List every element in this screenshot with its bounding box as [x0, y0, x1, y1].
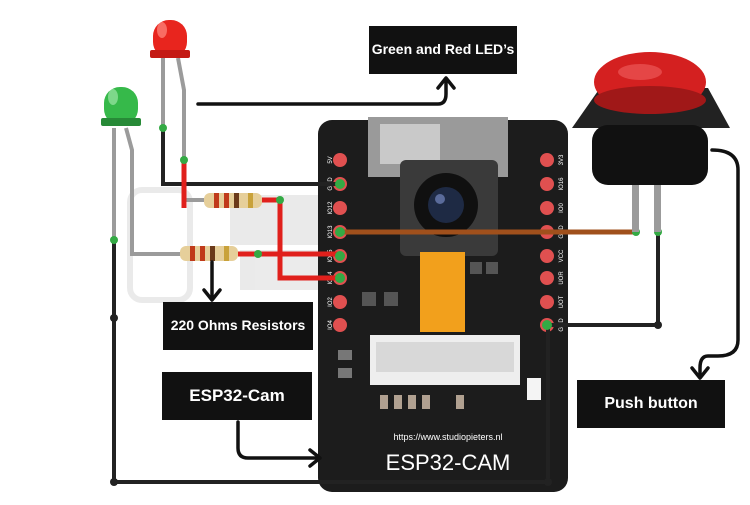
board-name: ESP32-CAM	[386, 450, 511, 475]
right-pin-header: 3V3 IO16 IO0 GND VCC UOR UOT GND	[540, 153, 565, 332]
pin: IO4	[328, 318, 347, 332]
svg-text:IO12: IO12	[328, 201, 334, 215]
svg-text:IO2: IO2	[328, 297, 334, 307]
svg-text:IO0: IO0	[559, 203, 565, 213]
arrow-button	[698, 148, 740, 377]
camera-ribbon	[420, 252, 465, 332]
pin: UOT	[540, 295, 565, 309]
pin: 5V	[328, 153, 347, 167]
pin: VCC	[540, 249, 565, 263]
arrow-esp	[236, 420, 320, 460]
pin: IO0	[540, 201, 565, 215]
svg-text:5V: 5V	[328, 156, 334, 163]
annotation-arrows	[196, 76, 740, 468]
svg-text:3V3: 3V3	[559, 154, 565, 165]
board-url: https://www.studiopieters.nl	[393, 432, 502, 442]
pin: IO2	[328, 295, 347, 309]
red-led	[150, 20, 190, 58]
label-push-button: Push button	[577, 380, 725, 428]
junction-dots	[110, 124, 662, 486]
pin: UOR	[540, 271, 565, 285]
svg-text:IO16: IO16	[559, 177, 565, 191]
svg-text:UOR: UOR	[559, 271, 565, 285]
arrow-head-leds	[436, 76, 456, 90]
esp32-cam-board: https://www.studiopieters.nl ESP32-CAM	[318, 117, 568, 492]
label-esp32-cam: ESP32-Cam	[162, 372, 312, 420]
label-resistors: 220 Ohms Resistors	[163, 302, 313, 350]
svg-text:IO4: IO4	[328, 320, 334, 330]
arrow-head-button	[690, 366, 710, 380]
resistor	[180, 246, 238, 261]
push-button	[572, 52, 730, 232]
green-led	[101, 87, 141, 126]
resistor	[204, 193, 262, 208]
label-leds: Green and Red LED’s	[369, 26, 517, 74]
arrow-leds	[196, 78, 448, 106]
svg-text:VCC: VCC	[559, 249, 565, 262]
arrow-head-resistors	[202, 288, 222, 302]
arrow-head-esp	[308, 448, 322, 468]
led-leads	[112, 57, 204, 256]
svg-text:UOT: UOT	[559, 295, 565, 308]
pin: IO12	[328, 201, 347, 215]
svg-text:IO13: IO13	[328, 225, 334, 239]
pin: 3V3	[540, 153, 565, 167]
pin: IO16	[540, 177, 565, 191]
